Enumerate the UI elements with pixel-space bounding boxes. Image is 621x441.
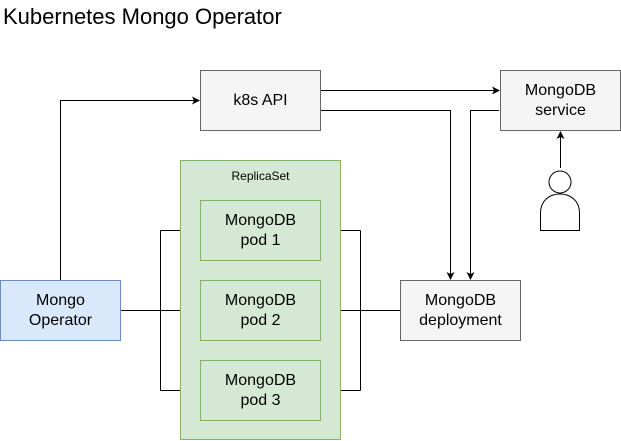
replicaset-label: ReplicaSet xyxy=(231,169,290,183)
mongodb-service-label-line-2: service xyxy=(535,101,586,119)
mongo-operator-label-line-2: Operator xyxy=(28,311,93,329)
pod-3-label-line-1: MongoDB xyxy=(224,371,297,389)
mongo-operator-node[interactable]: Mongo Operator xyxy=(0,280,121,341)
mongo-operator-label-line-1: Mongo xyxy=(36,291,85,309)
user-icon[interactable] xyxy=(538,168,582,232)
edge-service-to-deployment xyxy=(466,110,499,280)
pod-1-label-line-2: pod 1 xyxy=(240,231,281,249)
k8s-api-label: k8s API xyxy=(233,91,288,109)
edge-k8s-api-to-deployment xyxy=(321,110,455,280)
pod-2-label-line-1: MongoDB xyxy=(224,291,297,309)
mongodb-deployment-label-line-1: MongoDB xyxy=(424,291,497,309)
pod-3-label-line-2: pod 3 xyxy=(240,391,281,409)
mongodb-service-label-line-1: MongoDB xyxy=(524,81,597,99)
mongodb-deployment-label-line-2: deployment xyxy=(419,311,502,329)
mongodb-deployment-node[interactable]: MongoDB deployment xyxy=(400,280,521,341)
mongodb-pod-1-node[interactable]: MongoDB pod 1 xyxy=(200,200,321,261)
k8s-api-node[interactable]: k8s API xyxy=(200,70,321,131)
diagram-title: Kubernetes Mongo Operator xyxy=(3,4,282,29)
pod-2-label-line-2: pod 2 xyxy=(240,311,281,329)
mongodb-pod-3-node[interactable]: MongoDB pod 3 xyxy=(200,360,321,421)
mongodb-pod-2-node[interactable]: MongoDB pod 2 xyxy=(200,280,321,341)
mongodb-service-node[interactable]: MongoDB service xyxy=(500,70,621,131)
pod-1-label-line-1: MongoDB xyxy=(224,211,297,229)
edge-operator-to-k8s-api xyxy=(60,96,200,280)
